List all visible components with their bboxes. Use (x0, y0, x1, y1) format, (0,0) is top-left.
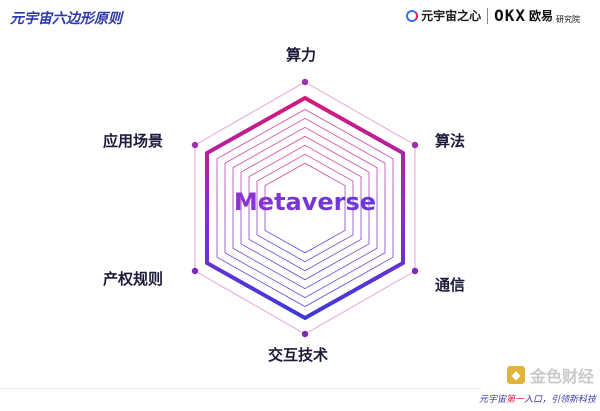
hexagon-inner-ring (264, 162, 346, 254)
node-label-communication: 通信 (435, 276, 466, 294)
vertex-dot (191, 141, 199, 149)
okx-logo-text: OKX (494, 6, 526, 25)
vertex-dots (191, 78, 419, 338)
node-label-computing-power: 算力 (286, 46, 317, 64)
hexagon-inner-ring (216, 108, 394, 308)
hexagon-inner-ring (232, 126, 378, 290)
metaverse-logo-text: 元宇宙之心 (421, 9, 482, 23)
footer-tagline-post: 入口，引领新科技 (523, 395, 596, 405)
jinse-logo-icon: ◆ (506, 366, 525, 384)
okx-research-text: 研究院 (556, 15, 580, 24)
node-label-application-scenarios: 应用场景 (103, 132, 164, 150)
vertex-dot (411, 267, 419, 275)
footer-tagline: 元宇宙第一入口，引领新科技 (479, 392, 596, 405)
hexagon-main-ring (205, 95, 405, 321)
node-label-interaction-tech: 交互技术 (268, 346, 329, 364)
vertex-dot (301, 78, 309, 86)
vertex-dot (301, 330, 309, 338)
footer-brand-text: 金色财经 (529, 367, 594, 386)
node-label-algorithm: 算法 (435, 132, 466, 150)
hexagon-inner-ring (248, 144, 362, 272)
hexagon-inner-ring (224, 117, 386, 299)
node-label-property-rules: 产权规则 (103, 270, 164, 288)
hexagon-rings (194, 81, 416, 335)
footer-divider (0, 388, 480, 389)
vertex-dot (411, 141, 419, 149)
footer-tagline-pre: 元宇宙 (478, 395, 506, 405)
brand-divider (487, 7, 489, 24)
hexagon-inner-ring (256, 153, 354, 263)
footer-brand: ◆ 金色财经 (506, 363, 594, 387)
hexagon-inner-ring (240, 135, 370, 281)
footer-tagline-highlight: 第一 (505, 395, 524, 405)
page-title: 元宇宙六边形原则 (10, 11, 122, 27)
center-label-metaverse: Metaverse (200, 188, 410, 216)
vertex-dot (191, 267, 199, 275)
okx-logo: OKX 欧易 研究院 (494, 6, 580, 25)
okx-cn-text: 欧易 (528, 9, 553, 23)
metaverse-logo-icon (406, 9, 419, 22)
brand-header: 元宇宙之心 OKX 欧易 研究院 (406, 6, 580, 25)
metaverse-heart-logo: 元宇宙之心 (406, 7, 481, 24)
